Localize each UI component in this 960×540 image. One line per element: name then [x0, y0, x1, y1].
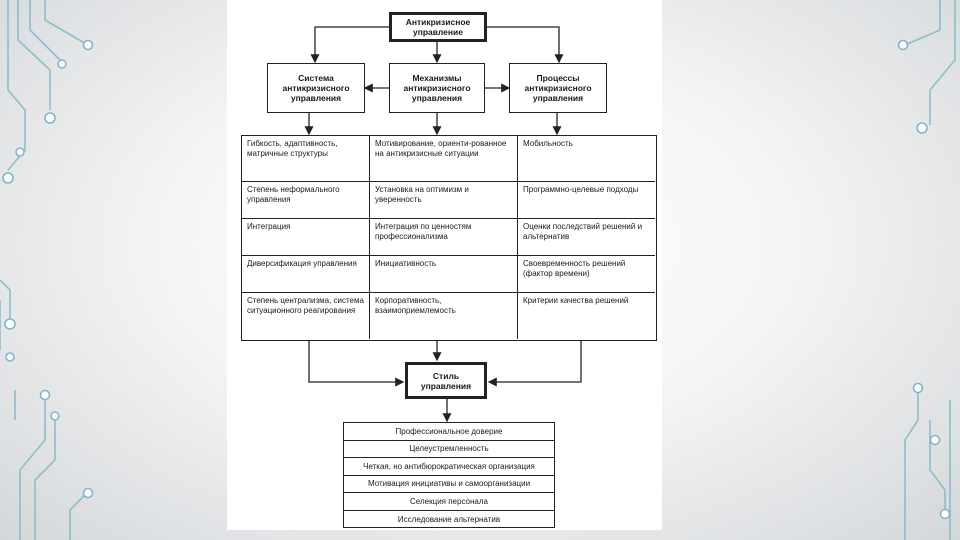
diagram-image: Антикризисное управление Система антикри… — [227, 0, 662, 530]
grid-cell: Мобильность — [518, 136, 655, 182]
grid-cell: Интеграция по ценностям профессионализма — [370, 219, 518, 256]
list-item: Четкая, но антибюрократическая организац… — [344, 458, 554, 476]
grid-cell: Степень неформального управления — [242, 182, 370, 219]
list-item: Профессиональное доверие — [344, 423, 554, 441]
style-box-title: Стиль управления — [420, 370, 472, 391]
list-item: Селекция персонала — [344, 493, 554, 511]
style-box: Стиль управления — [405, 362, 487, 399]
top-title-box: Антикризисное управление — [389, 12, 487, 42]
grid-cell: Интеграция — [242, 219, 370, 256]
column-header-label: Механизмы антикризисного управления — [403, 73, 471, 103]
grid-cell: Программно-целевые подходы — [518, 182, 655, 219]
grid-cell: Гибкость, адаптивность, матричные структ… — [242, 136, 370, 182]
list-item: Мотивация инициативы и самоорганизации — [344, 476, 554, 493]
list-item: Исследование альтернатив — [397, 514, 501, 524]
grid-cell: Инициативность — [370, 256, 518, 293]
column-header-mechanisms: Механизмы антикризисного управления — [389, 63, 485, 113]
grid-cell: Своевременность решений (фактор времени) — [518, 256, 655, 293]
factors-grid: Гибкость, адаптивность, матричные структ… — [241, 135, 657, 341]
grid-cell: Степень централизма, система ситуационно… — [242, 293, 370, 339]
list-item: Целеустремленность — [344, 441, 554, 458]
column-header-processes: Процессы антикризисного управления — [509, 63, 607, 113]
grid-cell: Мотивирование, ориенти-рованное на антик… — [370, 136, 518, 182]
style-items-list: Профессиональное доверие Целеустремленно… — [343, 422, 555, 528]
column-header-systems: Система антикризисного управления — [267, 63, 365, 113]
column-header-label: Система антикризисного управления — [282, 73, 350, 103]
column-header-label: Процессы антикризисного управления — [524, 73, 592, 103]
top-title: Антикризисное управление — [405, 17, 471, 37]
grid-cell: Критерии качества решений — [523, 296, 629, 305]
grid-cell: Установка на оптимизм и уверенность — [370, 182, 518, 219]
grid-cell: Диверсификация управления — [242, 256, 370, 293]
grid-cell: Оценки последствий решений и альтернатив — [518, 219, 655, 256]
grid-cell: Корпоративность, взаимоприемлемость — [370, 293, 518, 339]
diagram-connectors — [304, 26, 582, 423]
